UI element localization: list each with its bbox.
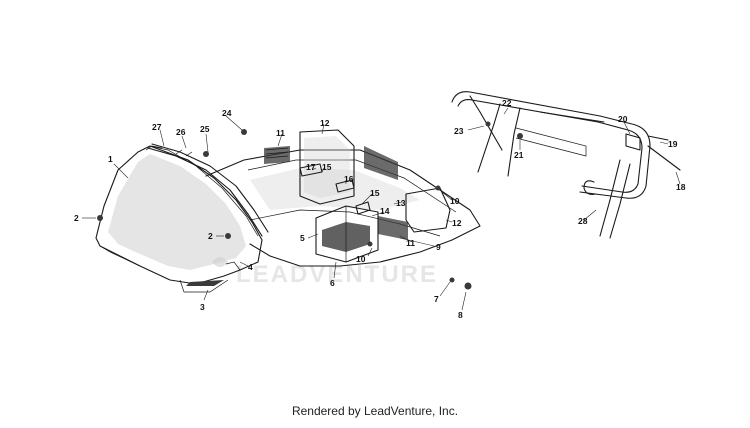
- callout-10b: 10: [356, 254, 366, 264]
- callout-1: 1: [108, 154, 113, 164]
- callout-12a: 12: [320, 118, 330, 128]
- pins: [625, 133, 681, 171]
- callout-11b: 11: [406, 238, 415, 248]
- floor-pan: [205, 149, 481, 267]
- callout-20: 20: [618, 114, 628, 124]
- callout-28: 28: [578, 216, 588, 226]
- callout-17: 17: [306, 162, 316, 172]
- callout-14: 14: [380, 206, 390, 216]
- callout-24: 24: [222, 108, 232, 118]
- callout-27: 27: [152, 122, 162, 132]
- callout-26: 26: [176, 127, 186, 137]
- callout-2a: 2: [74, 213, 79, 223]
- hood-shroud: [95, 145, 263, 293]
- screw-25: [203, 151, 209, 157]
- callout-3: 3: [200, 302, 205, 312]
- callout-13: 13: [396, 198, 406, 208]
- callout-15a: 15: [322, 162, 332, 172]
- callout-22: 22: [502, 98, 512, 108]
- callout-19: 19: [668, 139, 678, 149]
- bolt-7: [449, 277, 455, 283]
- callout-21: 21: [514, 150, 524, 160]
- screw-2a: [97, 215, 103, 221]
- screw-2b: [225, 233, 231, 239]
- callout-6: 6: [330, 278, 335, 288]
- callout-labels: 1 2 2 3 4 5 6 7 8 9 10 10 11 11 12 12 13…: [74, 98, 686, 320]
- bumper-frame: [451, 91, 651, 239]
- console-box: [315, 205, 379, 263]
- nut-8: [464, 282, 472, 290]
- vent-grilles: [264, 146, 408, 240]
- callout-4: 4: [248, 262, 253, 272]
- fasteners: [97, 121, 523, 290]
- callout-11a: 11: [276, 128, 285, 138]
- screw-10a: [435, 185, 441, 191]
- callout-8: 8: [458, 310, 463, 320]
- washer-21: [517, 133, 523, 139]
- callout-16: 16: [344, 174, 354, 184]
- callout-9: 9: [436, 242, 441, 252]
- callout-25: 25: [200, 124, 210, 134]
- callout-18: 18: [676, 182, 686, 192]
- callout-23: 23: [454, 126, 464, 136]
- callout-12b: 12: [452, 218, 462, 228]
- watermark: LEADVENTURE: [212, 257, 438, 288]
- bolt-23: [485, 121, 491, 127]
- hood-trim: [147, 143, 269, 237]
- screw-10b: [367, 241, 373, 247]
- screw-24: [241, 129, 247, 135]
- leader-lines: [82, 107, 681, 311]
- callout-5: 5: [300, 233, 305, 243]
- callout-7: 7: [434, 294, 439, 304]
- footer-credit: Rendered by LeadVenture, Inc.: [291, 404, 459, 418]
- svg-text:LEADVENTURE: LEADVENTURE: [236, 261, 438, 288]
- callout-15b: 15: [370, 188, 380, 198]
- callout-10a: 10: [450, 196, 460, 206]
- callout-2b: 2: [208, 231, 213, 241]
